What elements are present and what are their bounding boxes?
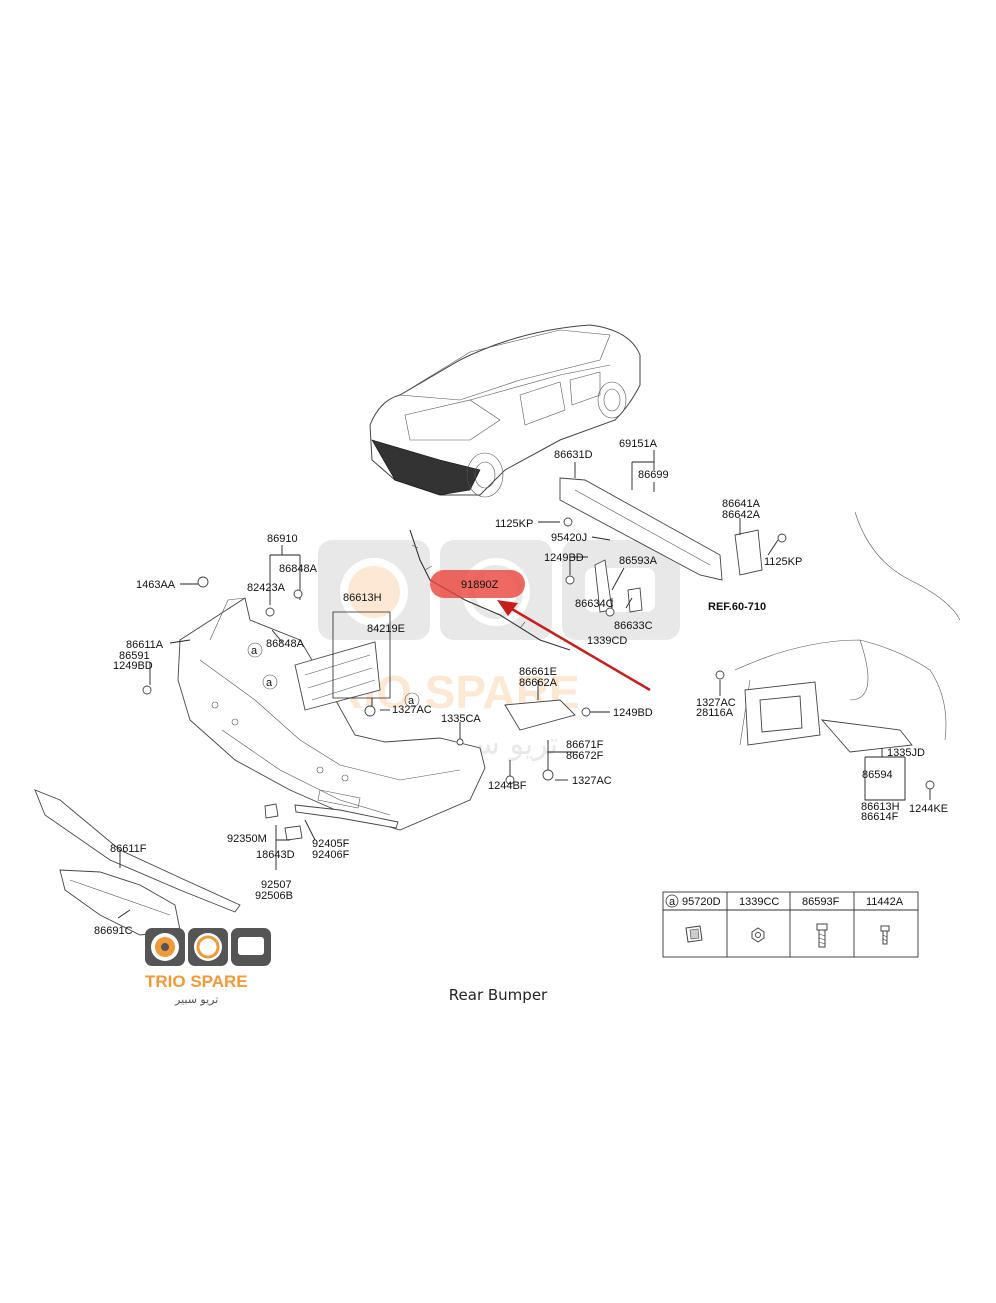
side-bracket <box>594 529 763 613</box>
highlight-91890z: 91890Z <box>430 570 525 598</box>
label-1463aa: 1463AA <box>136 579 176 591</box>
label-1249bd-b: 1249BD <box>113 660 153 672</box>
label-95420j: 95420J <box>551 532 587 544</box>
label-1244bf: 1244BF <box>488 780 527 792</box>
rear-reflector <box>504 699 576 731</box>
marker-a-2: a <box>266 677 273 689</box>
label-86613h-top: 86613H <box>343 592 382 604</box>
label-1249bd-a: 1249BD <box>544 552 584 564</box>
label-1327ac-b: 1327AC <box>572 775 612 787</box>
logo-brand-arabic: تريو سبير <box>174 993 218 1006</box>
label-82423a: 82423A <box>247 582 286 594</box>
lower-diffuser <box>34 789 241 936</box>
label-1125kp-b: 1125KP <box>764 556 802 568</box>
label-1327ac-a: 1327AC <box>392 704 432 716</box>
label-1335ca: 1335CA <box>441 713 481 725</box>
label-86642a: 86642A <box>722 509 761 521</box>
label-92506b: 92506B <box>255 890 293 902</box>
label-1125kp-a: 1125KP <box>495 518 533 530</box>
label-28116a: 28116A <box>696 707 734 719</box>
legend-header-4: 11442A <box>866 896 904 908</box>
diagram-caption: Rear Bumper <box>448 986 548 1004</box>
label-1339cd: 1339CD <box>587 635 627 647</box>
fastener-legend-table: a 95720D 1339CC 86593F 11442A <box>662 891 919 958</box>
label-92507: 92507 <box>261 879 292 891</box>
quarter-panel <box>734 511 961 746</box>
label-86591: 86591 <box>119 650 150 662</box>
label-86662a: 86662A <box>519 677 558 689</box>
legend-header-2: 1339CC <box>739 896 779 908</box>
legend-marker: a <box>669 896 676 908</box>
label-92350m: 92350M <box>227 833 267 845</box>
part-labels: 86631D 69151A 86699 1125KP 95420J 1249BD… <box>94 438 948 937</box>
label-86594: 86594 <box>862 769 893 781</box>
label-92406f: 92406F <box>312 849 350 861</box>
label-18643d: 18643D <box>256 849 295 861</box>
label-84219e: 84219E <box>367 623 405 635</box>
fasteners <box>142 517 935 790</box>
pointer-arrow <box>497 600 651 692</box>
label-86641a: 86641A <box>722 498 761 510</box>
label-86633c: 86633C <box>614 620 653 632</box>
brand-logo: TRIO SPARE تريو سبير <box>145 928 271 1006</box>
nut-icon <box>751 927 765 943</box>
label-86699: 86699 <box>638 469 669 481</box>
logo-brand: TRIO SPARE <box>145 972 248 991</box>
label-86613h: 86613H <box>861 801 900 813</box>
bumper-beam <box>559 477 723 581</box>
car-illustration <box>369 324 641 498</box>
marker-a-3: a <box>408 695 415 707</box>
label-86634c: 86634C <box>575 598 614 610</box>
leader-lines <box>117 450 931 919</box>
license-lamp-parts <box>264 803 399 841</box>
bolt-icon <box>816 923 828 948</box>
label-92405f: 92405F <box>312 838 350 850</box>
side-bracket-right <box>820 719 913 753</box>
label-1327ac-c: 1327AC <box>696 697 736 709</box>
label-1335jd: 1335JD <box>887 747 925 759</box>
label-1244ke: 1244KE <box>909 803 948 815</box>
label-86848a-b: 86848A <box>266 638 305 650</box>
label-ref: REF.60-710 <box>708 601 766 613</box>
bumper-cover: a a a <box>177 597 486 831</box>
label-86611f: 86611F <box>110 843 147 855</box>
label-86671f: 86671F <box>566 739 604 751</box>
screw-icon <box>880 925 890 945</box>
label-86611a: 86611A <box>126 639 164 651</box>
wiring-harness <box>409 529 571 651</box>
label-86672f: 86672F <box>566 750 604 762</box>
label-86661e: 86661E <box>519 666 557 678</box>
label-86631d: 86631D <box>554 449 593 461</box>
label-69151a: 69151A <box>619 438 658 450</box>
legend-header-3: 86593F <box>802 896 840 908</box>
label-91890z: 91890Z <box>461 579 499 591</box>
clip-icon <box>685 925 703 943</box>
marker-a-1: a <box>251 645 258 657</box>
label-86848a-a: 86848A <box>279 563 318 575</box>
label-86910: 86910 <box>267 533 298 545</box>
label-86614f: 86614F <box>861 811 899 823</box>
label-86593a: 86593A <box>619 555 658 567</box>
legend-header-1: 95720D <box>682 896 721 908</box>
label-86691c: 86691C <box>94 925 133 937</box>
label-1249bd-c: 1249BD <box>613 707 653 719</box>
energy-absorber <box>294 641 381 711</box>
